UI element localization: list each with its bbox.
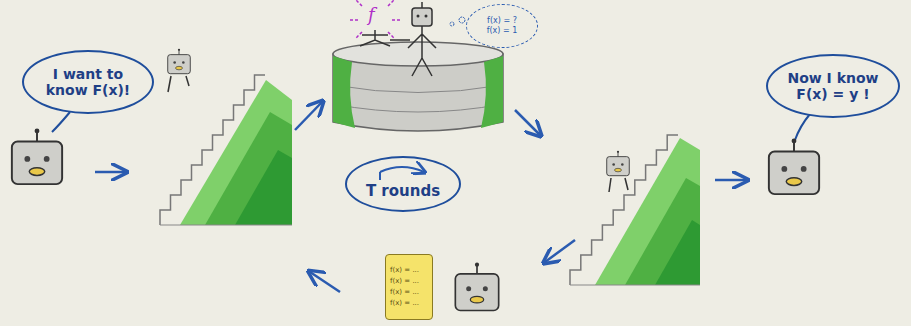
ground: [160, 225, 292, 226]
stairs: [570, 135, 678, 285]
grass: [655, 220, 700, 285]
robot: [12, 129, 62, 185]
oracle-figure: [360, 30, 390, 46]
node-text: f(x) = ...: [390, 298, 419, 309]
thought-bubble: f(x) = ?f(x) = 1: [466, 4, 538, 48]
cycle-arrow: [380, 167, 424, 172]
robot: [769, 139, 819, 195]
flow-arrow: [545, 240, 575, 262]
table: [390, 39, 410, 41]
node-text: f(x) = 1: [487, 26, 518, 36]
curtain: [333, 56, 355, 128]
flow-arrow: [295, 102, 322, 130]
robot: [607, 151, 630, 176]
oracle-symbol: f: [368, 4, 375, 25]
grass: [235, 150, 292, 225]
robot: [168, 49, 191, 74]
platform-step: [333, 104, 503, 112]
flow-arrow: [515, 110, 540, 135]
flow-arrow: [95, 171, 125, 174]
speech-bubble: Now I know F(x) = y !: [766, 54, 900, 118]
stairs: [160, 75, 265, 225]
curtain: [481, 56, 503, 128]
robot: [455, 263, 498, 311]
robot-leg: [186, 76, 189, 86]
robot-leg: [168, 76, 171, 92]
node-text: f(x) = ...: [390, 276, 419, 287]
robot-head: [412, 8, 432, 26]
platform-top: [333, 42, 503, 66]
grass: [625, 178, 700, 285]
node-text: T rounds: [366, 182, 440, 200]
robot-body: [408, 26, 436, 76]
node-text: f(x) = ...: [390, 265, 419, 276]
grass: [205, 112, 292, 225]
node-text: f(x) = ?: [487, 16, 517, 26]
node-text: f(x) = ...: [390, 287, 419, 298]
cycle-circle: T rounds: [345, 156, 461, 212]
grass: [180, 80, 292, 225]
flow-arrow: [310, 272, 340, 292]
bubble-tail: [52, 112, 70, 132]
platform-step: [333, 85, 503, 93]
node-text: I want to know F(x)!: [38, 66, 138, 98]
scroll: f(x) = ...f(x) = ...f(x) = ...f(x) = ...: [385, 254, 433, 320]
bubble-tail: [795, 114, 810, 140]
flow-arrow: [715, 179, 746, 182]
node-text: Now I know F(x) = y !: [782, 70, 884, 102]
grass: [595, 138, 700, 285]
speech-bubble: I want to know F(x)!: [22, 50, 154, 114]
